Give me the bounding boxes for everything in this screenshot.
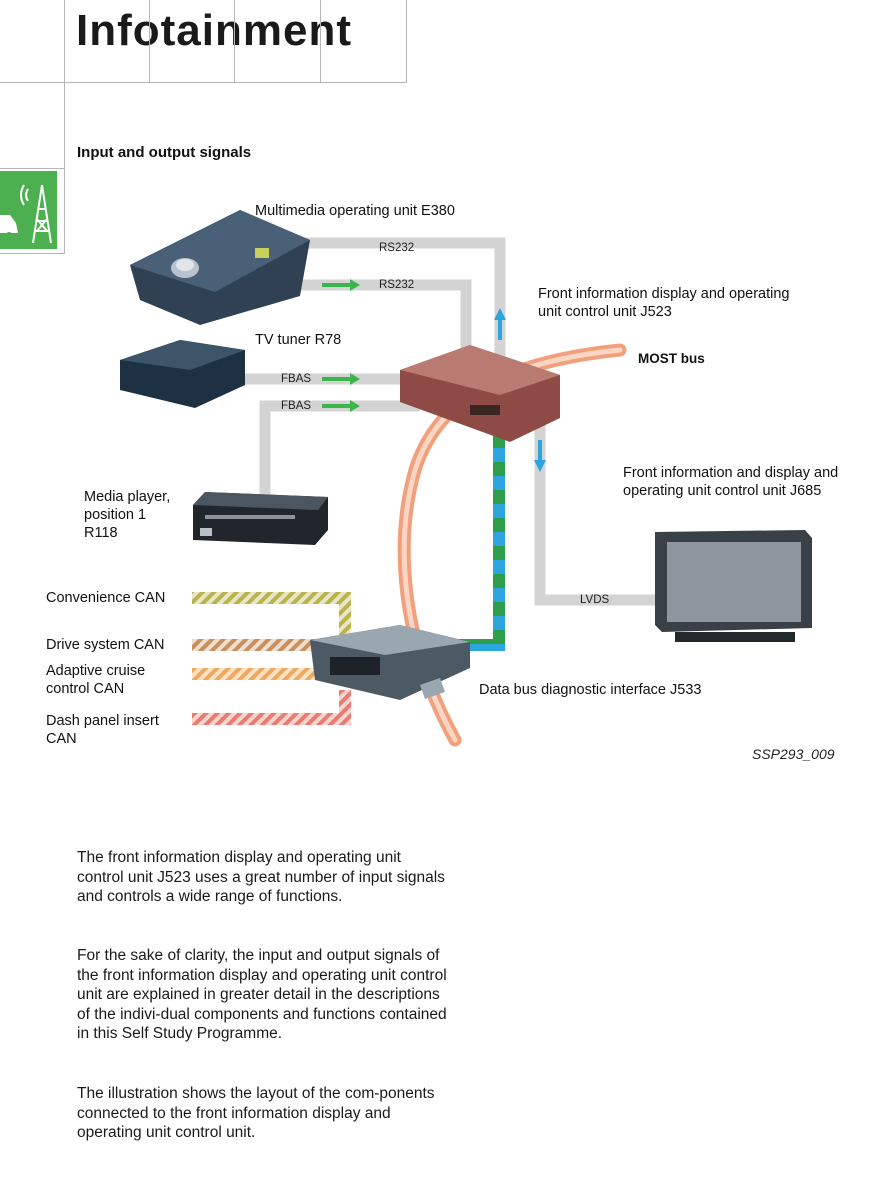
j533-unit-illustration bbox=[310, 625, 470, 700]
r118-label-line3: R118 bbox=[84, 525, 118, 541]
j523-unit-illustration bbox=[400, 345, 560, 442]
signal-diagram bbox=[120, 210, 812, 747]
r78-unit-illustration bbox=[120, 340, 245, 408]
most-bus-label: MOST bus bbox=[638, 351, 705, 366]
fbas-bottom-label: FBAS bbox=[281, 400, 312, 412]
fbas-path-bottom bbox=[259, 400, 420, 500]
j685-label-line1: Front information and display and bbox=[623, 465, 839, 481]
j523-label-line2: unit control unit J523 bbox=[538, 304, 672, 320]
dash-panel-can-label-line1: Dash panel insert bbox=[46, 713, 159, 729]
convenience-can bbox=[192, 592, 351, 645]
section-heading: Input and output signals bbox=[77, 144, 252, 161]
adaptive-cruise-can-label-line1: Adaptive cruise bbox=[46, 663, 146, 679]
adaptive-cruise-can-label-line2: control CAN bbox=[46, 681, 125, 697]
lvds-path bbox=[534, 420, 660, 606]
header-grid-line bbox=[320, 0, 321, 82]
header-grid-line bbox=[0, 168, 64, 169]
r118-label-line2: position 1 bbox=[84, 507, 147, 523]
lvds-label: LVDS bbox=[580, 594, 610, 606]
dash-panel-can-label-line2: CAN bbox=[46, 731, 77, 747]
header-grid-line bbox=[64, 0, 65, 254]
header-grid-line bbox=[0, 82, 407, 83]
convenience-can-label: Convenience CAN bbox=[46, 590, 166, 606]
j685-display-illustration bbox=[655, 530, 812, 642]
j685-label-line2: operating unit control unit J685 bbox=[623, 483, 822, 499]
body-paragraph-3: The illustration shows the layout of the… bbox=[77, 1085, 435, 1142]
drive-system-can bbox=[192, 639, 332, 651]
diagnostic-bus bbox=[450, 420, 505, 651]
body-paragraph-2: For the sake of clarity, the input and o… bbox=[77, 947, 447, 1043]
drive-system-can-label: Drive system CAN bbox=[46, 637, 165, 653]
header-grid-line bbox=[406, 0, 407, 82]
rs232-top-label: RS232 bbox=[379, 242, 415, 254]
e380-label: Multimedia operating unit E380 bbox=[255, 203, 455, 219]
header-grid-line bbox=[149, 0, 150, 82]
r118-unit-illustration bbox=[193, 492, 328, 545]
j523-label-line1: Front information display and operating bbox=[538, 286, 790, 302]
dash-panel-can bbox=[192, 690, 351, 725]
fbas-top-label: FBAS bbox=[281, 373, 312, 385]
j533-label: Data bus diagnostic interface J533 bbox=[479, 682, 702, 698]
infotainment-section-icon bbox=[0, 171, 57, 249]
adaptive-cruise-can bbox=[192, 668, 332, 680]
body-paragraph-1: The front information display and operat… bbox=[77, 849, 445, 906]
page-title: Infotainment bbox=[76, 6, 352, 55]
figure-reference: SSP293_009 bbox=[752, 746, 835, 762]
e380-unit-illustration bbox=[130, 210, 310, 325]
car-antenna-icon bbox=[0, 171, 57, 249]
header-grid-line bbox=[234, 0, 235, 82]
rs232-bottom-label: RS232 bbox=[379, 279, 415, 291]
header-grid-line bbox=[0, 253, 64, 254]
r78-label: TV tuner R78 bbox=[255, 332, 342, 348]
r118-label-line1: Media player, bbox=[84, 489, 171, 505]
